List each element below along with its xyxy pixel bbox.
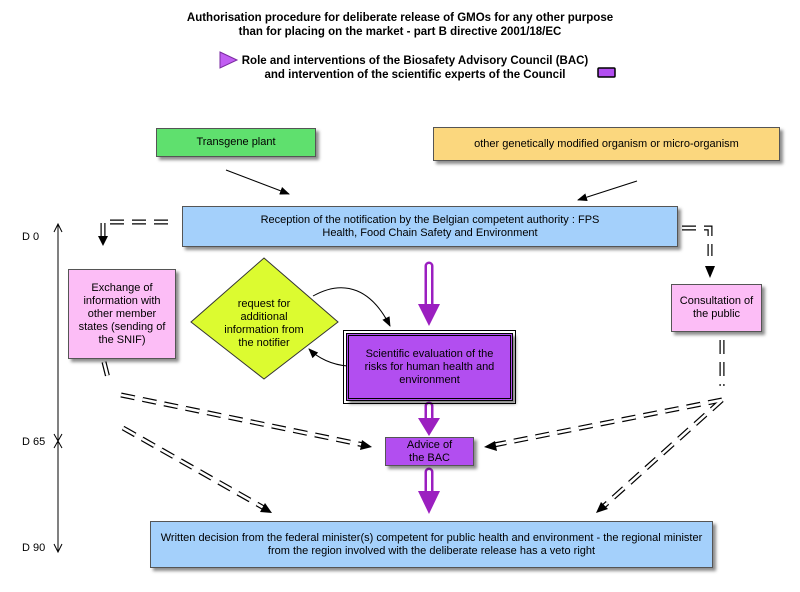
legend-line-2: and intervention of the scientific exper… <box>264 69 566 81</box>
written-decision-box: Written decision from the federal minist… <box>150 521 713 568</box>
title-line-2: than for placing on the market - part B … <box>238 26 562 38</box>
title-line-1: Authorisation procedure for deliberate r… <box>186 12 614 24</box>
arrow-eval-to-request <box>308 348 349 367</box>
page-title: Authorisation procedure for deliberate r… <box>150 11 650 39</box>
request-diamond-label: request for additional information from … <box>224 298 304 349</box>
reception-box: Reception of the notification by the Bel… <box>182 206 678 247</box>
request-diamond <box>190 257 339 380</box>
timeline-label-d0: D 0 <box>22 231 40 243</box>
exchange-info-box: Exchange of information with other membe… <box>68 269 176 359</box>
arrow-to-scientific-eval <box>312 287 391 327</box>
arrowhead-exchange <box>98 236 108 246</box>
advice-bac-box: Advice of the BAC <box>385 437 474 466</box>
arrowhead-right-to-decision <box>596 502 608 513</box>
transgene-plant-box: Transgene plant <box>156 128 316 157</box>
arrowhead-left-to-advice <box>360 440 372 450</box>
arrow-gmo-to-reception <box>577 180 638 202</box>
timeline-label-d65: D 65 <box>22 436 46 448</box>
consultation-box: Consultation of the public <box>671 284 762 332</box>
other-gmo-box: other genetically modified organism or m… <box>433 127 780 161</box>
experts-legend-box-icon <box>597 67 616 78</box>
scientific-evaluation-box: Scientific evaluation of the risks for h… <box>343 330 516 404</box>
dashed-connectors <box>100 219 725 511</box>
legend: Role and interventions of the Biosafety … <box>230 54 600 82</box>
arrowhead-left-to-decision <box>260 503 272 513</box>
bac-legend-triangle-icon <box>219 51 239 69</box>
timeline-label-d90: D 90 <box>22 542 46 554</box>
arrowhead-right-to-advice <box>484 441 497 451</box>
bac-arrows <box>418 261 440 514</box>
arrowhead-consultation <box>705 266 715 278</box>
arrow-transgene-to-reception <box>225 169 290 195</box>
legend-line-1: Role and interventions of the Biosafety … <box>241 55 589 67</box>
